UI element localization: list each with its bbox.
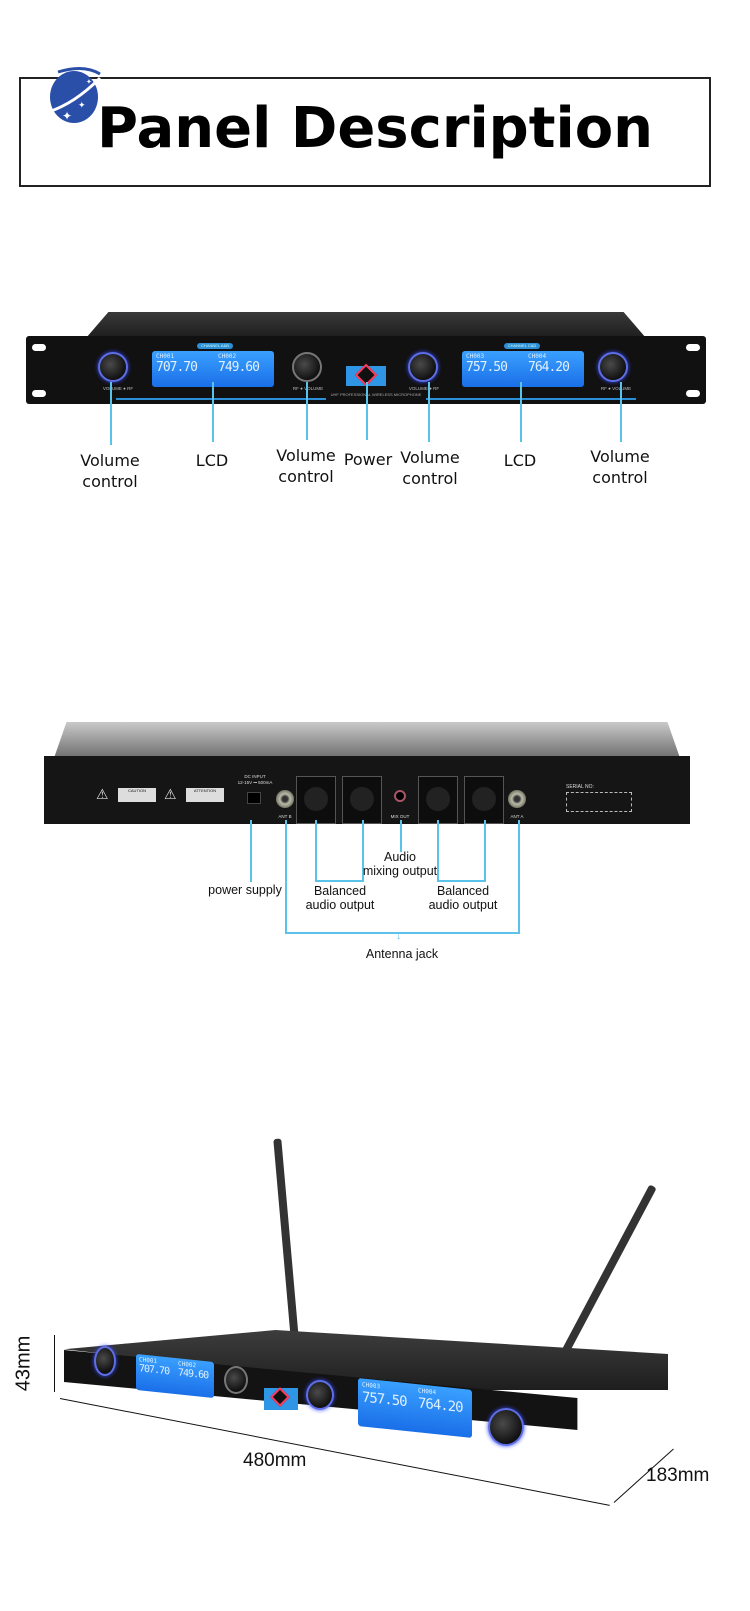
chassis-top — [54, 722, 680, 758]
power-button[interactable] — [264, 1387, 298, 1410]
power-icon — [270, 1387, 290, 1407]
ant-a-label: ANT A — [510, 814, 524, 819]
accent-strip — [116, 398, 326, 400]
svg-text:✦: ✦ — [78, 100, 86, 110]
callout-line — [437, 880, 486, 882]
rack-ear-right — [686, 344, 700, 351]
attention-label: ATTENTION — [186, 788, 224, 802]
knob-label: RF ● VOLUME — [600, 386, 632, 391]
knob-label: RF ● VOLUME — [292, 386, 324, 391]
dimension-width-label: 480mm — [243, 1450, 307, 1471]
lcd-display-cd: CH003 757.50 CH004 764.20 — [462, 351, 584, 387]
xlr-output-1[interactable] — [296, 776, 336, 824]
frequency-readout: 707.70 — [156, 360, 198, 375]
volume-knob-1[interactable] — [98, 352, 128, 382]
dc-spec-label: 12-15V ⎓ 500mA — [237, 780, 273, 785]
chassis-top — [86, 312, 646, 338]
volume-knob[interactable] — [306, 1380, 334, 1410]
lcd-display-ab: CH001 707.70 CH002 749.60 — [152, 351, 274, 387]
title-frame — [19, 77, 711, 187]
antenna-left — [273, 1138, 300, 1354]
callout-lcd: LCD — [195, 451, 229, 470]
callout-power-supply: power supply — [208, 883, 282, 897]
volume-knob-4[interactable] — [598, 352, 628, 382]
callout-line — [520, 382, 522, 442]
rack-ear-left — [32, 344, 46, 351]
volume-knob[interactable] — [94, 1346, 116, 1376]
callout-line — [110, 382, 112, 445]
serial-no-label: SERIAL NO: — [566, 784, 594, 790]
callout-line — [518, 820, 520, 934]
ant-b-label: ANT B — [278, 814, 292, 819]
rack-ear-right — [686, 390, 700, 397]
warning-icon: ⚠ — [96, 786, 109, 802]
svg-text:✦: ✦ — [86, 78, 92, 86]
accent-strip — [426, 398, 636, 400]
antenna-jack-a[interactable] — [508, 790, 526, 808]
page-title: Panel Description — [96, 96, 654, 161]
caution-label: CAUTION — [118, 788, 156, 802]
callout-line — [315, 880, 364, 882]
frequency-readout: 764.20 — [528, 360, 570, 375]
volume-knob-2[interactable] — [292, 352, 322, 382]
rear-panel-device: ⚠ CAUTION ⚠ ATTENTION DC INPUT 12-15V ⎓ … — [44, 722, 690, 826]
callout-power: Power — [343, 450, 393, 469]
frequency-readout: 757.50 — [466, 360, 508, 375]
volume-knob[interactable] — [224, 1366, 248, 1394]
channel-badge-ab: CHANNEL A&B — [197, 343, 233, 349]
callout-line — [428, 382, 430, 442]
callout-line — [306, 382, 308, 440]
xlr-output-3[interactable] — [418, 776, 458, 824]
frequency-readout: 749.60 — [218, 360, 260, 375]
callout-line — [315, 820, 317, 882]
channel-badge-cd: CHANNEL C&D — [504, 343, 540, 349]
callout-line — [285, 820, 287, 934]
svg-text:✦: ✦ — [62, 109, 72, 123]
volume-knob[interactable] — [488, 1408, 524, 1446]
volume-knob-3[interactable] — [408, 352, 438, 382]
globe-stars-logo-icon: ✦ ✦ ✦ — [47, 67, 102, 123]
xlr-output-2[interactable] — [342, 776, 382, 824]
callout-line — [366, 382, 368, 440]
mix-out-jack[interactable] — [394, 790, 406, 802]
callout-line — [362, 820, 364, 882]
callout-line — [400, 820, 402, 852]
callout-lcd: LCD — [503, 451, 537, 470]
callout-antenna-jack: Antenna jack — [365, 947, 439, 961]
arrow-down-icon: ↓ — [396, 931, 401, 942]
knob-label: VOLUME ● RF — [408, 386, 440, 391]
antenna-jack-b[interactable] — [276, 790, 294, 808]
callout-line — [437, 820, 439, 882]
knob-label: VOLUME ● RF — [102, 386, 134, 391]
dimension-line-height — [54, 1335, 55, 1392]
dc-input-label: DC INPUT — [244, 774, 266, 779]
callout-line — [620, 382, 622, 442]
xlr-output-4[interactable] — [464, 776, 504, 824]
front-panel-device: VOLUME ● RF RF ● VOLUME VOLUME ● RF RF ●… — [26, 312, 706, 408]
rack-ear-left — [32, 390, 46, 397]
dimension-depth-label: 183mm — [646, 1465, 710, 1486]
serial-no-box — [566, 792, 632, 812]
callout-line — [212, 382, 214, 442]
power-button[interactable] — [346, 363, 386, 387]
dc-power-jack[interactable] — [247, 792, 261, 804]
dimension-height-label: 43mm — [12, 1335, 35, 1392]
callout-line — [285, 932, 520, 934]
callout-line — [484, 820, 486, 882]
model-text: UHF PROFESSIONAL WIRELESS MICROPHONE — [330, 392, 422, 397]
warning-icon: ⚠ — [164, 786, 177, 802]
mix-out-label: MIX OUT — [390, 814, 410, 819]
callout-line — [250, 820, 252, 882]
